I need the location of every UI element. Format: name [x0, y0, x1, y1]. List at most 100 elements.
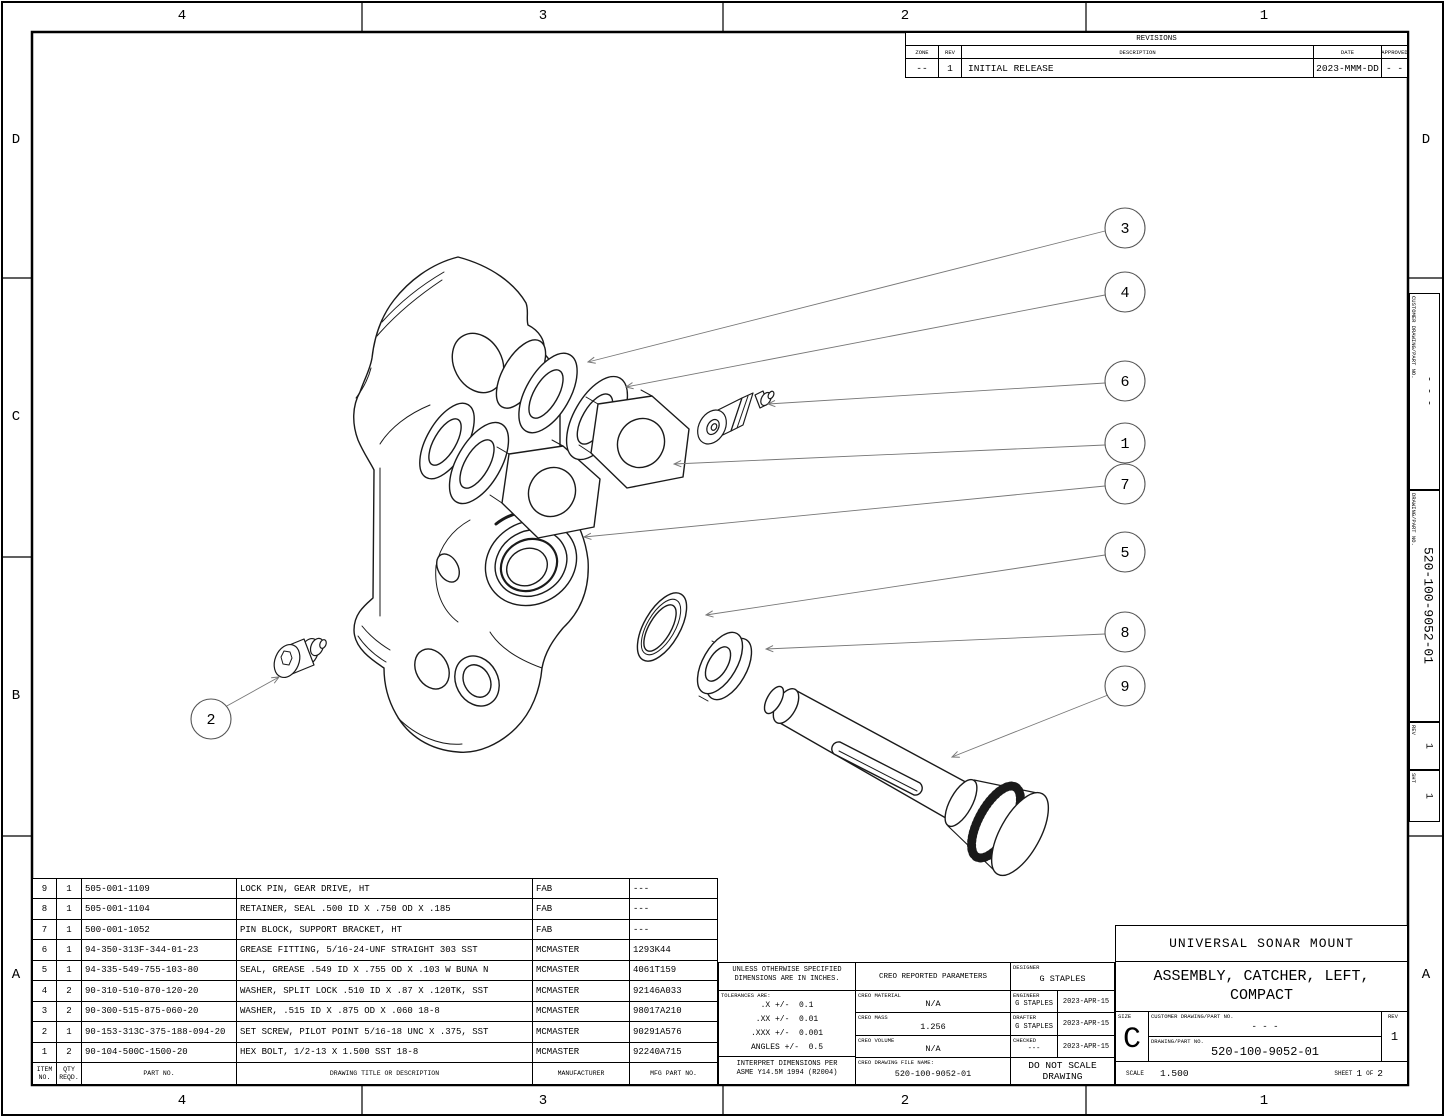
revision-zone: --: [906, 59, 939, 77]
bom-manufacturer: FAB: [533, 919, 630, 940]
engineer-label: ENGINEER: [1013, 992, 1040, 999]
project-name: UNIVERSAL SONAR MOUNT: [1116, 926, 1407, 962]
part-hex-bolt-upper: [578, 389, 690, 489]
strip-customer-part: CUSTOMER DRAWING/PART NO. - - -: [1409, 293, 1440, 490]
drawing-part-label: DRAWING/PART NO.: [1151, 1038, 1204, 1045]
revision-date: 2023-MMM-DD: [1314, 59, 1382, 77]
bom-part-no: 90-104-500C-1500-20: [82, 1042, 237, 1062]
bom-item: 5: [33, 960, 57, 981]
bom-part-no: 94-335-549-755-103-80: [82, 960, 237, 981]
bom-qty: 1: [57, 940, 82, 960]
part-hex-bolt-lower: [489, 439, 601, 539]
revisions-title: REVISIONS: [906, 33, 1407, 46]
checked-date: 2023-APR-15: [1062, 1042, 1110, 1051]
bom-qty: 2: [57, 1042, 82, 1062]
svg-text:1: 1: [1120, 436, 1129, 453]
rev-label: REV: [1388, 1013, 1398, 1020]
bom-manufacturer: FAB: [533, 879, 630, 899]
bom-header-part-no: PART NO.: [82, 1063, 237, 1084]
strip-drawing-part: DRAWING/PART NO. 520-100-9052-01: [1409, 490, 1440, 722]
bom-item: 6: [33, 940, 57, 960]
bom-qty: 1: [57, 879, 82, 899]
exploded-view: [273, 256, 1050, 877]
bom-mfg-part-no: ---: [633, 924, 650, 935]
bom-description: LOCK PIN, GEAR DRIVE, HT: [237, 879, 533, 899]
strip-sht-value: 1: [1422, 792, 1434, 799]
designer-label: DESIGNER: [1013, 964, 1040, 971]
size-label: SIZE: [1118, 1013, 1132, 1020]
bom-row-7: 7 1 500-001-1052 PIN BLOCK, SUPPORT BRAC…: [33, 919, 717, 941]
zone-top-2: 2: [900, 8, 910, 24]
creo-file-value: 520-100-9052-01: [894, 1068, 972, 1079]
bom-mfg-part-no: ---: [633, 904, 650, 915]
size-cell: SIZE C: [1116, 1012, 1149, 1061]
bracket-center-bore: [484, 519, 578, 607]
checked-name: ---: [1027, 1045, 1041, 1053]
zone-right-a: A: [1421, 967, 1431, 983]
revision-row: -- 1 INITIAL RELEASE 2023-MMM-DD - -: [906, 59, 1407, 77]
bom-mfg-part-no: 98017A210: [633, 1006, 682, 1017]
revision-description: INITIAL RELEASE: [962, 59, 1314, 77]
bom-description: SET SCREW, PILOT POINT 5/16-18 UNC X .37…: [237, 1022, 533, 1042]
zone-left-b: B: [11, 688, 21, 704]
balloon-9: 9: [1104, 665, 1146, 707]
balloon-callouts: 3 4 6 1 7 5 8 9 2: [190, 207, 1146, 740]
zone-left-d: D: [11, 132, 21, 148]
bom-header-manufacturer: MANUFACTURER: [533, 1063, 630, 1084]
lower-washer-stack: [419, 402, 510, 505]
rev-value: 1: [1390, 1029, 1399, 1044]
part-grease-seal: [636, 592, 688, 662]
tolerance-values: TOLERANCES ARE: .X +/- 0.1 .XX +/- 0.01 …: [719, 991, 855, 1056]
bom-qty: 2: [57, 981, 82, 1001]
bom-item: 3: [33, 1001, 57, 1022]
revisions-col-rev: REV: [939, 46, 962, 58]
rev-cell: REV 1: [1381, 1012, 1407, 1061]
bom-part-no: 90-310-510-870-120-20: [82, 981, 237, 1001]
of-label: OF: [1366, 1069, 1374, 1077]
zone-left-c: C: [11, 409, 21, 425]
zone-bottom-2: 2: [900, 1093, 910, 1109]
bom-item: 1: [33, 1042, 57, 1062]
bom-header-row: ITEM NO. QTY REQD. PART NO. DRAWING TITL…: [33, 1063, 717, 1084]
bom-description: GREASE FITTING, 5/16-24-UNF STRAIGHT 303…: [237, 940, 533, 960]
bom-row-2: 2 1 90-153-313C-375-188-094-20 SET SCREW…: [33, 1022, 717, 1043]
sheet-label: SHEET: [1334, 1069, 1353, 1077]
svg-text:7: 7: [1120, 477, 1129, 494]
designer-name: G STAPLES: [1039, 974, 1086, 984]
customer-part-label: CUSTOMER DRAWING/PART NO.: [1151, 1013, 1234, 1020]
strip-customer-label: CUSTOMER DRAWING/PART NO.: [1410, 296, 1417, 379]
bom-table: 9 1 505-001-1109 LOCK PIN, GEAR DRIVE, H…: [32, 878, 718, 1085]
tolerance-x: .X +/- 0.1: [760, 1001, 814, 1010]
zone-left-a: A: [11, 967, 21, 983]
bom-mfg-part-no: 4061T159: [633, 965, 677, 976]
strip-drawing-label: DRAWING/PART NO.: [1410, 493, 1417, 546]
revisions-col-approved: APPROVED: [1382, 48, 1407, 56]
bom-header-description: DRAWING TITLE OR DESCRIPTION: [237, 1063, 533, 1084]
bom-row-8: 8 1 505-001-1104 RETAINER, SEAL .500 ID …: [33, 899, 717, 920]
creo-parameters-block: CREO REPORTED PARAMETERS CREO MATERIAL N…: [856, 963, 1011, 1084]
svg-text:4: 4: [1120, 285, 1129, 302]
balloon-2: 2: [190, 698, 232, 740]
bom-qty: 1: [57, 899, 82, 919]
bom-row-5: 5 1 94-335-549-755-103-80 SEAL, GREASE .…: [33, 960, 717, 982]
balloon-4: 4: [1104, 271, 1146, 313]
tolerance-xxx: .XXX +/- 0.001: [750, 1029, 823, 1038]
bom-description: PIN BLOCK, SUPPORT BRACKET, HT: [237, 919, 533, 940]
bracket-bottom-hole-left: [414, 648, 450, 690]
revision-approved: - -: [1385, 62, 1404, 74]
creo-volume-label: CREO VOLUME: [858, 1037, 895, 1044]
bom-part-no: 505-001-1104: [82, 899, 237, 919]
bom-row-4: 4 2 90-310-510-870-120-20 WASHER, SPLIT …: [33, 981, 717, 1002]
part-lock-pin: [763, 685, 1050, 877]
bom-description: WASHER, .515 ID X .875 OD X .060 18-8: [237, 1001, 533, 1022]
drafter-date: 2023-APR-15: [1062, 1020, 1110, 1028]
bom-header-item: ITEM NO.: [33, 1063, 57, 1084]
part-seal-retainer: [696, 631, 753, 702]
engineer-name: G STAPLES: [1015, 1000, 1053, 1008]
svg-text:5: 5: [1120, 545, 1129, 562]
zone-right-d: D: [1421, 132, 1431, 148]
